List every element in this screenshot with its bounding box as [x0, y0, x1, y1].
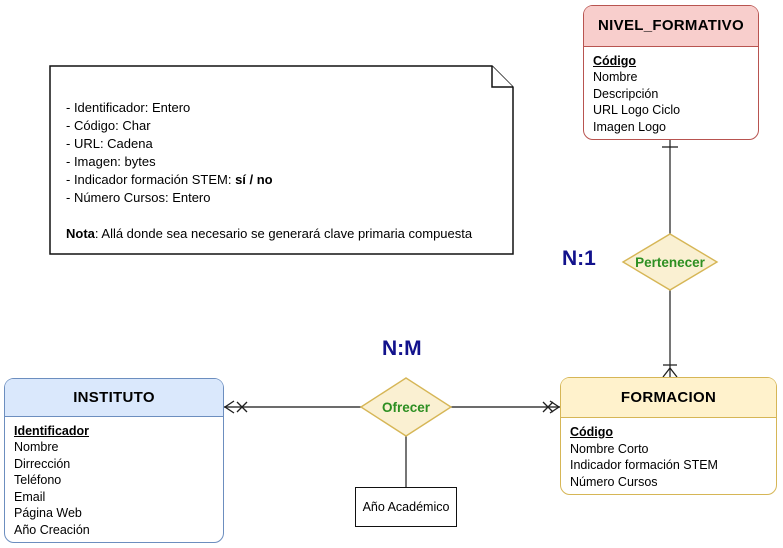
connector-pertenecer-formacion[interactable]	[662, 290, 678, 378]
note-line: - Identificador: Entero	[66, 100, 191, 115]
arrow-cross-marker	[223, 400, 248, 414]
cardinality-ofrecer[interactable]: N:M	[382, 337, 422, 360]
attribute-node-label: Año Académico	[362, 500, 450, 514]
note-line: - Imagen: bytes	[66, 154, 156, 169]
relationship-pertenecer-label: Pertenecer	[635, 254, 705, 270]
attribute: Nombre	[14, 440, 59, 454]
attribute-pk: Código	[593, 53, 637, 68]
attribute: Número Cursos	[570, 474, 658, 489]
connector-instituto-ofrecer[interactable]	[223, 400, 361, 414]
attribute: Descripción	[593, 86, 659, 101]
entity-instituto[interactable]: INSTITUTO Identificador Nombre Dirrecció…	[4, 378, 224, 543]
attribute-node-ano-academico[interactable]: Año Académico	[355, 487, 457, 527]
attribute: Imagen Logo	[593, 119, 666, 134]
relationship-ofrecer-label: Ofrecer	[381, 399, 431, 415]
note-footnote: Nota: Allá donde sea necesario se genera…	[66, 226, 473, 241]
relationship-pertenecer-diamond[interactable]	[621, 233, 719, 291]
note-line: - Código: Char	[66, 118, 151, 133]
connector-nivel-pertenecer[interactable]	[662, 139, 678, 234]
entity-nivel-formativo[interactable]: NIVEL_FORMATIVO Código Nombre Descripció…	[583, 5, 759, 140]
attribute: Dirrección	[14, 456, 71, 471]
attribute: Año Creación	[14, 522, 90, 537]
note-line: - Indicador formación STEM: sí / no	[66, 172, 273, 187]
attribute: Teléfono	[14, 473, 62, 487]
entity-formacion-attributes: Código Nombre Corto Indicador formación …	[561, 418, 776, 494]
entity-nivel-formativo-attributes: Código Nombre Descripción URL Logo Ciclo…	[584, 47, 758, 140]
entity-formacion[interactable]: FORMACION Código Nombre Corto Indicador …	[560, 377, 777, 495]
connector-ofrecer-formacion[interactable]	[451, 400, 561, 414]
relationship-ofrecer-diamond[interactable]	[359, 377, 453, 437]
note-attributes-text: - Identificador: Entero - Código: Char -…	[66, 99, 506, 243]
note-fold-corner	[491, 66, 513, 88]
attribute: Nombre Corto	[570, 441, 649, 456]
attribute: Email	[14, 489, 46, 504]
note-line: - URL: Cadena	[66, 136, 153, 151]
cardinality-pertenecer[interactable]: N:1	[562, 247, 596, 270]
many-marker	[662, 364, 678, 378]
entity-instituto-title: INSTITUTO	[5, 379, 223, 417]
attribute: Nombre	[593, 70, 638, 84]
entity-nivel-formativo-title: NIVEL_FORMATIVO	[584, 6, 758, 47]
attribute-pk: Identificador	[14, 423, 90, 438]
attribute: URL Logo Ciclo	[593, 103, 681, 117]
entity-formacion-title: FORMACION	[561, 378, 776, 418]
attribute: Indicador formación STEM	[570, 458, 718, 472]
entity-instituto-attributes: Identificador Nombre Dirrección Teléfono…	[5, 417, 223, 543]
arrow-cross-marker	[542, 400, 561, 414]
note-line: - Número Cursos: Entero	[66, 190, 211, 205]
attribute-pk: Código	[570, 425, 614, 439]
note-shape[interactable]	[49, 65, 514, 255]
attribute: Página Web	[14, 506, 82, 520]
